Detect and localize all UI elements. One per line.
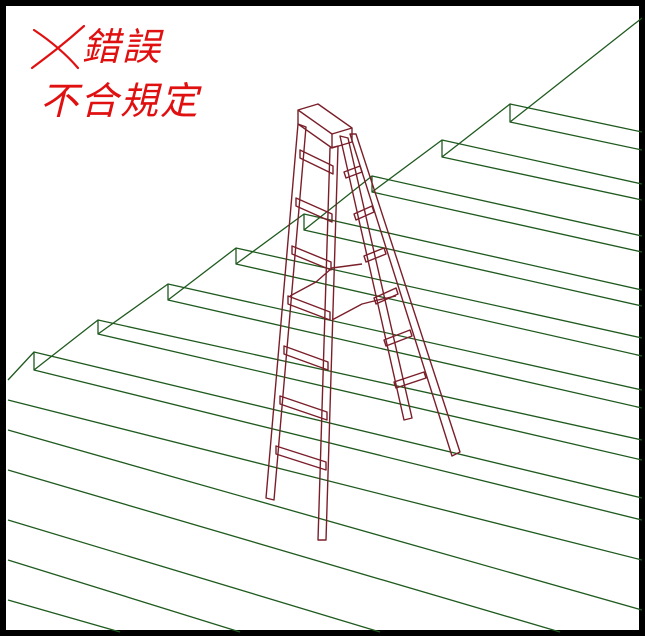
ladder-front-left-rail (265, 123, 307, 501)
x-mark-icon (30, 24, 86, 70)
ladder-rear-rungs (343, 165, 427, 389)
step-ladder (265, 103, 461, 541)
nonconforming-label: 不合規定 (40, 79, 201, 123)
staircase-profile (7, 17, 643, 381)
ladder-rear-right-leg (349, 133, 461, 457)
ladder-front-right-rail (317, 145, 339, 541)
staircase (7, 17, 643, 633)
ladder-rear-left-leg (339, 135, 413, 421)
ladder-front-rungs (275, 149, 334, 471)
ladder-spreaders (289, 263, 397, 321)
wrong-label: 錯誤 (82, 25, 163, 69)
